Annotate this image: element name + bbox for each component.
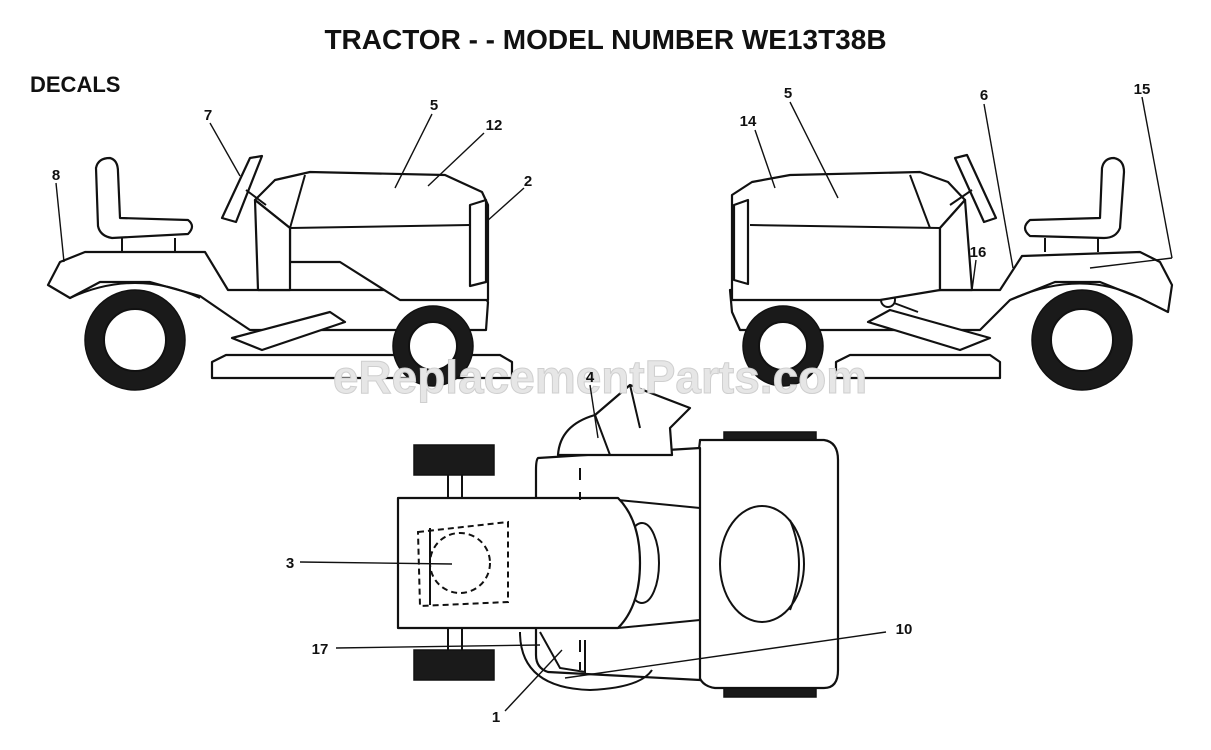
diagram-title: TRACTOR - - MODEL NUMBER WE13T38B	[324, 24, 887, 55]
watermark-text: eReplacementParts.com	[333, 351, 867, 403]
callout-5-left: 5	[430, 97, 438, 114]
callout-3: 3	[286, 555, 294, 572]
leader-lines	[55, 96, 1173, 712]
left-side-view	[46, 154, 514, 391]
callout-2: 2	[524, 173, 532, 190]
callout-5-right: 5	[784, 85, 792, 102]
callout-1: 1	[492, 709, 500, 726]
callout-8: 8	[52, 167, 60, 184]
callout-6: 6	[980, 87, 988, 104]
section-label: DECALS	[30, 72, 121, 97]
callout-10: 10	[896, 621, 913, 638]
callout-7: 7	[204, 107, 212, 124]
callout-14: 14	[740, 113, 757, 130]
callout-labels: 7 5 12 8 2 14 5 6 15 16 4 3 17 10 1	[52, 81, 1151, 726]
callout-17: 17	[312, 641, 329, 658]
callout-4: 4	[586, 369, 595, 386]
callout-15: 15	[1134, 81, 1151, 98]
callout-12: 12	[486, 117, 503, 134]
top-view	[396, 383, 840, 698]
right-side-view	[728, 153, 1174, 391]
callout-16: 16	[970, 244, 987, 261]
